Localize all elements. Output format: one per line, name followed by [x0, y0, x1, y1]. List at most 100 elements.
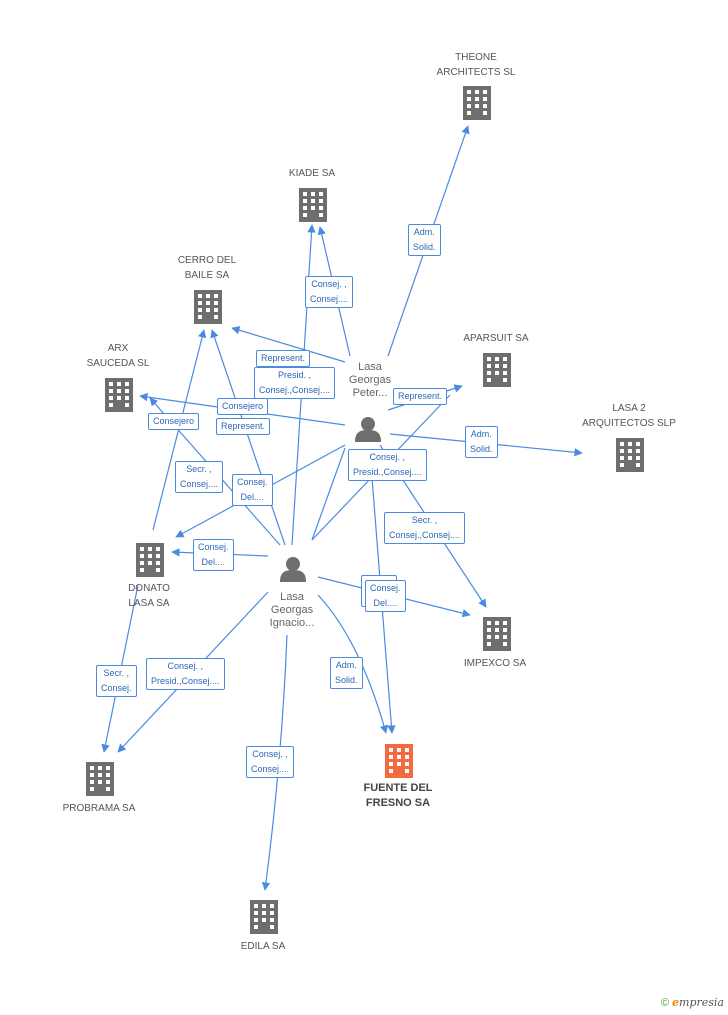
company-impexco[interactable]: IMPEXCO SA	[464, 656, 526, 671]
company-probrama[interactable]: PROBRAMA SA	[63, 801, 136, 816]
company-theone[interactable]: THEONE ARCHITECTS SL	[437, 50, 516, 80]
relation-consej-del-1[interactable]: Consej. Del....	[232, 474, 273, 506]
person-peter[interactable]: Lasa Georgas Peter...	[349, 361, 391, 400]
person-name-line: Lasa	[358, 361, 382, 373]
edge-donato-cerro	[152, 329, 207, 531]
company-name-line: IMPEXCO SA	[463, 658, 527, 669]
person-name-line: Peter...	[352, 387, 388, 399]
relation-secr-consej-1[interactable]: Secr. , Consej....	[175, 461, 224, 493]
relation-text: Consej....	[251, 764, 290, 774]
brand-initial: e	[672, 996, 680, 1009]
relation-adm-solid-theone[interactable]: Adm. Solid.	[408, 224, 441, 256]
building-icon	[616, 438, 644, 472]
relation-text: Consej.	[101, 683, 132, 693]
relation-represent-cerro[interactable]: Represent.	[256, 350, 311, 367]
relation-text: Represent.	[261, 353, 306, 363]
company-name-line: APARSUIT SA	[463, 333, 529, 344]
relation-consej-del-impexco[interactable]: Consej. Del....	[365, 580, 406, 612]
building-icon	[136, 543, 164, 577]
person-ignacio[interactable]: Lasa Georgas Ignacio...	[270, 591, 315, 630]
person-name-line: Georgas	[348, 374, 392, 386]
relation-text: Consej. ,	[167, 661, 204, 671]
brand-logo: empresia	[672, 996, 724, 1009]
company-name-line: SAUCEDA SL	[86, 358, 150, 369]
company-name-line: EDILA SA	[240, 941, 286, 952]
relation-secr-consej-impexco[interactable]: Secr. , Consej.,Consej....	[384, 512, 466, 544]
brand-name: mpresia	[679, 996, 724, 1009]
company-name-line: ARQUITECTOS SLP	[582, 418, 676, 429]
relation-consej-del-donato[interactable]: Consej. Del....	[193, 539, 234, 571]
empresia-watermark: © empresia	[661, 996, 724, 1009]
relation-consejero-arx[interactable]: Consejero	[217, 398, 269, 415]
building-icon	[86, 762, 114, 796]
relation-text: Consej. ,	[311, 279, 347, 289]
relation-text: Secr. ,	[103, 668, 130, 678]
company-lasa2[interactable]: LASA 2 ARQUITECTOS SLP	[582, 401, 676, 431]
edge-ignacio-fuente	[317, 594, 389, 734]
company-name-line: BAILE SA	[184, 270, 230, 281]
company-name-line: ARX	[107, 343, 129, 354]
company-cerro[interactable]: CERRO DEL BAILE SA	[178, 253, 236, 283]
relation-text: Secr. ,	[411, 515, 438, 525]
edge-ignacio-cerro	[210, 329, 286, 546]
relation-text: Consej.	[237, 477, 268, 487]
relation-text: Represent.	[398, 391, 443, 401]
relation-text: Adm.	[413, 227, 435, 237]
company-fuente-focus[interactable]: FUENTE DEL FRESNO SA	[363, 781, 432, 811]
company-edila[interactable]: EDILA SA	[241, 939, 285, 954]
person-icon	[280, 557, 306, 582]
relation-text: Presid. ,	[278, 370, 312, 380]
company-kiade[interactable]: KIADE SA	[289, 166, 335, 181]
buildings	[86, 86, 644, 934]
relation-consej-edila[interactable]: Consej. , Consej....	[246, 746, 295, 778]
relation-text: Presid.,Consej....	[151, 676, 220, 686]
relation-adm-solid-fuente[interactable]: Adm. Solid.	[330, 657, 363, 689]
edges	[101, 125, 583, 891]
relation-text: Consej....	[180, 479, 219, 489]
company-name-line: LASA 2	[612, 403, 646, 414]
company-name-line: DONATO	[128, 583, 170, 594]
relation-text: Solid.	[413, 242, 436, 252]
person-icon	[355, 417, 381, 442]
company-name-line: FRESNO SA	[365, 797, 431, 809]
company-arx[interactable]: ARX SAUCEDA SL	[87, 341, 150, 371]
relation-presid-consej[interactable]: Presid. , Consej.,Consej....	[254, 367, 336, 399]
relation-text: Consej.,Consej....	[259, 385, 331, 395]
company-aparsuit[interactable]: APARSUIT SA	[463, 331, 528, 346]
relation-consej-kiade[interactable]: Consej. , Consej....	[305, 276, 354, 308]
person-name-line: Ignacio...	[269, 617, 315, 629]
building-icon	[483, 617, 511, 651]
relation-represent-arx[interactable]: Represent.	[216, 418, 271, 435]
relation-adm-solid-lasa2[interactable]: Adm. Solid.	[465, 426, 498, 458]
relation-consejero-arx-2[interactable]: Consejero	[148, 413, 200, 430]
relation-consej-presid-peter[interactable]: Consej. , Presid.,Consej....	[348, 449, 427, 481]
company-name-line: FUENTE DEL	[363, 782, 433, 794]
relation-text: Del....	[373, 598, 398, 608]
relation-text: Consej. ,	[369, 452, 406, 462]
person-name-line: Georgas	[270, 604, 314, 616]
company-name-line: ARCHITECTS SL	[436, 67, 516, 78]
building-icon	[105, 378, 133, 412]
relation-text: Adm.	[470, 429, 492, 439]
relation-text: Del....	[201, 557, 226, 567]
edge-peter-cerro	[231, 326, 346, 363]
building-icon	[194, 290, 222, 324]
company-name-line: PROBRAMA SA	[62, 803, 136, 814]
person-name-line: Lasa	[280, 591, 304, 603]
relation-text: Solid.	[470, 444, 493, 454]
relation-text: Secr. ,	[186, 464, 212, 474]
relation-secr-consej-probrama[interactable]: Secr. , Consej.	[96, 665, 137, 697]
company-name-line: CERRO DEL	[177, 255, 237, 266]
company-donato[interactable]: DONATO LASA SA	[128, 581, 170, 611]
company-name-line: KIADE SA	[288, 168, 336, 179]
relation-text: Solid.	[335, 675, 358, 685]
relation-text: Consej.	[370, 583, 401, 593]
relation-consej-presid-probrama[interactable]: Consej. , Presid.,Consej....	[146, 658, 225, 690]
relation-represent-aparsuit[interactable]: Represent.	[393, 388, 448, 405]
focus-building-icon	[385, 744, 413, 778]
edge-peter-ignacio	[311, 447, 346, 541]
relation-text: Consej....	[310, 294, 349, 304]
building-icon	[463, 86, 491, 120]
relation-text: Consej. ,	[252, 749, 288, 759]
